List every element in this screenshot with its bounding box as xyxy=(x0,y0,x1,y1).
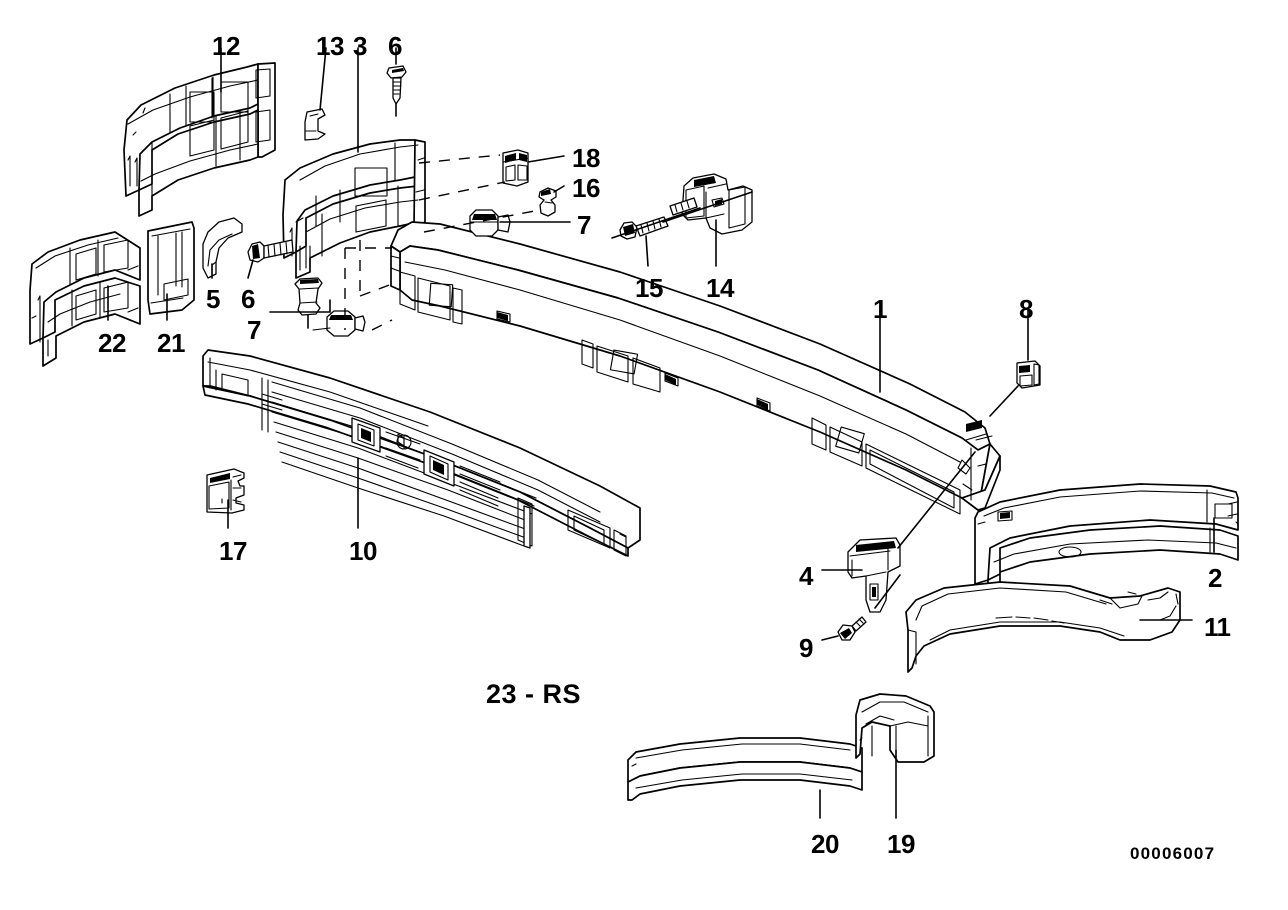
part-2-bumper-trim-right xyxy=(974,483,1239,593)
part-4-support-bracket xyxy=(847,537,901,613)
part-20-bumper-strip-lower xyxy=(627,737,863,801)
part-12-bumper-trim-upper-left xyxy=(123,62,276,217)
callout-10[interactable]: 10 xyxy=(349,536,377,566)
callout-12[interactable]: 12 xyxy=(212,31,240,61)
callout-15[interactable]: 15 xyxy=(635,273,663,303)
callout-21[interactable]: 21 xyxy=(157,328,185,358)
part-10-front-grille-valance xyxy=(202,349,641,557)
callout-11[interactable]: 11 xyxy=(1204,612,1231,642)
part-8-retaining-clip-right xyxy=(1016,360,1041,389)
callout-1[interactable]: 1 xyxy=(873,294,887,324)
part-11-bumper-cover-right xyxy=(905,581,1181,673)
callout-8[interactable]: 8 xyxy=(1019,294,1033,324)
part-15-hex-bolt xyxy=(611,191,753,240)
part-7-nut-washer-beam xyxy=(469,209,511,237)
part-21-side-cover-panel xyxy=(147,221,195,315)
callout-7-lower[interactable]: 7 xyxy=(247,315,261,345)
part-22-bumper-trim-lower-left xyxy=(29,231,141,367)
part-7-nut-washer-lower xyxy=(294,277,323,316)
callout-6-lower[interactable]: 6 xyxy=(241,284,255,314)
part-6-screw-upper xyxy=(386,65,407,105)
callout-2[interactable]: 2 xyxy=(1208,563,1222,593)
part-19-end-cap xyxy=(855,693,935,763)
part-17-mounting-block xyxy=(206,468,245,514)
part-5-corner-gasket xyxy=(202,217,243,279)
callout-6-upper[interactable]: 6 xyxy=(388,31,402,61)
callout-3[interactable]: 3 xyxy=(353,31,367,61)
callout-14[interactable]: 14 xyxy=(706,273,734,303)
part-18-mounting-clamp xyxy=(502,149,529,187)
part-6-screw-lower xyxy=(247,239,294,263)
part-16-rubber-buffer xyxy=(538,187,557,217)
diagram-code-label: 00006007 xyxy=(1130,844,1216,863)
part-9-screw-small xyxy=(837,616,867,641)
callout-22[interactable]: 22 xyxy=(98,328,126,358)
callout-7-upper[interactable]: 7 xyxy=(577,210,591,240)
callout-13[interactable]: 13 xyxy=(316,31,344,61)
leader-lines xyxy=(107,47,1215,819)
variant-label: 23 - RS xyxy=(486,679,582,709)
callout-20[interactable]: 20 xyxy=(811,829,839,859)
callout-19[interactable]: 19 xyxy=(887,829,915,859)
callout-16[interactable]: 16 xyxy=(572,173,600,203)
callout-5[interactable]: 5 xyxy=(206,284,220,314)
part-1-bumper-carrier-beam xyxy=(390,221,1001,515)
part-3-bumper-shock-absorber-panel xyxy=(282,139,426,279)
callout-18[interactable]: 18 xyxy=(572,143,600,173)
part-13-clip-bracket xyxy=(304,108,326,141)
callout-4[interactable]: 4 xyxy=(799,561,813,591)
part-7-nut-washer-second xyxy=(312,310,366,337)
callout-9[interactable]: 9 xyxy=(799,633,813,663)
assembly-guide-lines xyxy=(344,154,541,331)
callout-17[interactable]: 17 xyxy=(219,536,247,566)
